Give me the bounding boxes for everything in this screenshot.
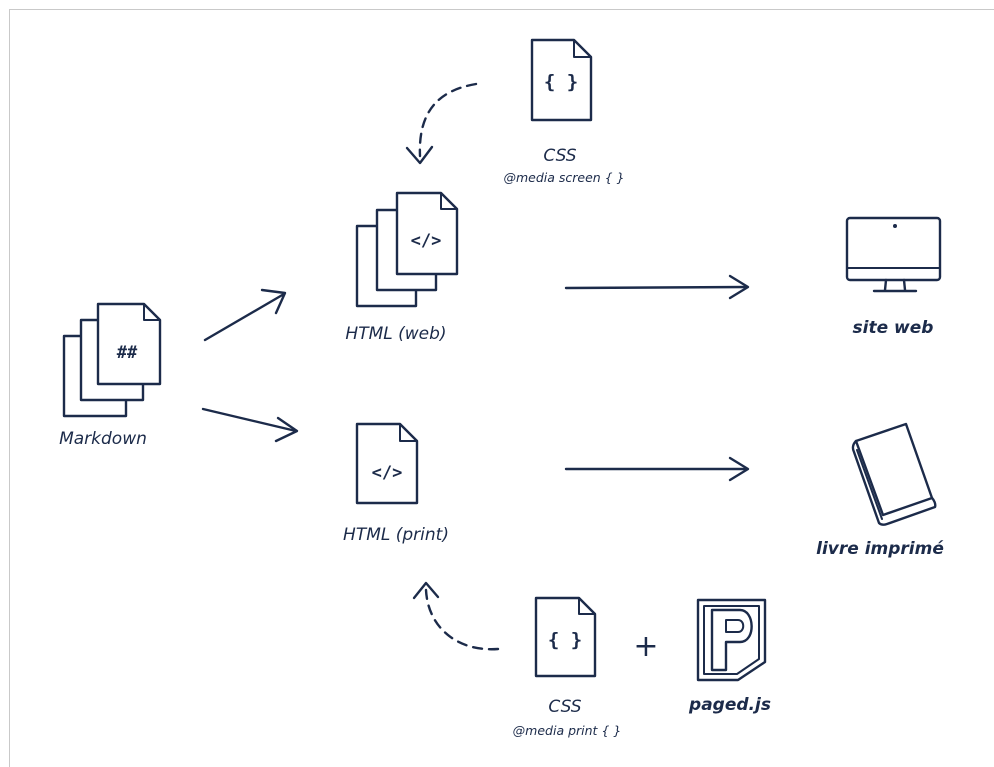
markdown-glyph: ## xyxy=(117,343,138,363)
css-screen-to-html-web-arrow xyxy=(405,82,478,165)
css-print-sublabel: @media print { } xyxy=(513,723,622,738)
css-screen-document-icon: { } xyxy=(530,38,593,122)
pagedjs-logo-icon xyxy=(696,598,767,682)
site-web-label: site web xyxy=(853,318,934,338)
css-screen-label: CSS xyxy=(543,146,576,166)
markdown-stack-icon: ## xyxy=(62,302,162,418)
livre-node: livre imprimé xyxy=(816,422,944,559)
site-web-node: site web xyxy=(845,216,942,338)
css-print-label: CSS xyxy=(548,697,581,717)
html-web-glyph: </> xyxy=(411,231,442,251)
html-web-stack-icon: </> xyxy=(355,191,459,308)
diagram-frame xyxy=(9,9,994,767)
plus-sign: + xyxy=(633,629,658,664)
css-screen-node: { } CSS @media screen { } xyxy=(503,38,625,185)
css-print-node: { } CSS @media print { } xyxy=(513,596,622,738)
html-print-document-icon: </> xyxy=(355,422,419,505)
monitor-icon xyxy=(845,216,942,293)
markdown-to-html-web-arrow xyxy=(203,288,287,342)
html-web-to-site-web-arrow xyxy=(564,274,750,300)
css-print-document-icon: { } xyxy=(534,596,597,678)
markdown-to-html-print-arrow xyxy=(201,407,299,443)
html-print-to-livre-arrow xyxy=(564,456,750,482)
html-print-glyph: </> xyxy=(372,463,403,483)
html-print-label: HTML (print) xyxy=(343,525,449,545)
css-print-to-html-print-arrow xyxy=(412,581,500,651)
markdown-label: Markdown xyxy=(59,429,147,449)
css-screen-glyph: { } xyxy=(544,71,578,93)
html-print-node: </> HTML (print) xyxy=(343,422,449,545)
pagedjs-node: paged.js xyxy=(688,598,771,715)
book-icon xyxy=(851,422,937,526)
css-screen-sublabel: @media screen { } xyxy=(503,170,624,185)
html-web-label: HTML (web) xyxy=(345,324,446,344)
pagedjs-label: paged.js xyxy=(688,695,771,715)
markdown-node: ## Markdown xyxy=(59,302,162,449)
livre-label: livre imprimé xyxy=(816,539,944,559)
html-web-node: </> HTML (web) xyxy=(345,191,459,344)
css-print-glyph: { } xyxy=(548,629,582,651)
